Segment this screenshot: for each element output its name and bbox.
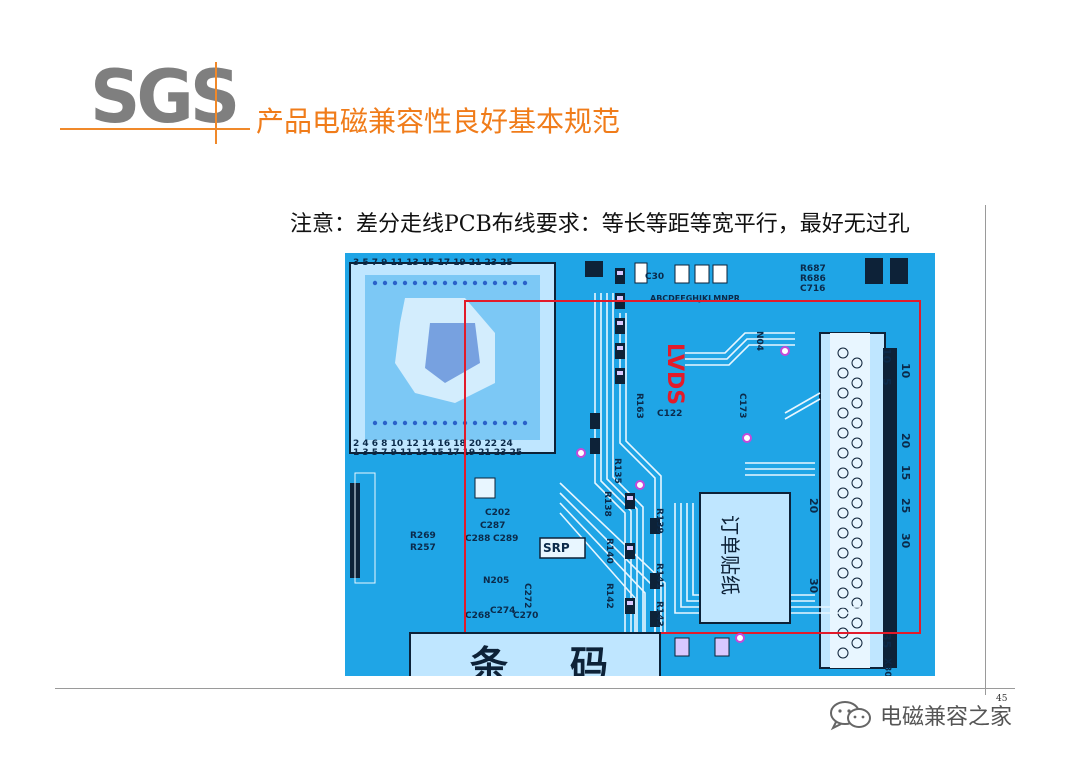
n205-label: N205 [483, 576, 509, 586]
bottom-pad-1 [674, 637, 690, 657]
row-letters-label: ABCDEFGHJKLMNPR [650, 294, 740, 303]
bottom-char-1: 条 [470, 643, 508, 676]
r257-label: R257 [410, 543, 436, 553]
note-text: 注意：差分走线PCB布线要求：等长等距等宽平行，最好无过孔 [290, 212, 910, 237]
right-vertical-rule [985, 205, 986, 695]
r135-label: R135 [612, 458, 622, 484]
r138-label: R138 [602, 491, 612, 517]
c289-label: C289 [493, 534, 518, 544]
top-components [585, 258, 908, 284]
c287-label: C287 [480, 521, 505, 531]
pin-label-30b: 30 [807, 578, 820, 594]
pcb-layout-image: 3 5 7 9 11 13 15 17 19 21 23 25 2 4 6 8 … [345, 253, 935, 676]
c30-label: C30 [645, 272, 664, 282]
c202-label: C202 [485, 508, 510, 518]
c270-label: C270 [513, 611, 538, 621]
n04-label: N04 [754, 331, 764, 351]
r140-label: R140 [604, 538, 614, 564]
bottom-rule [55, 688, 1015, 689]
c716-label: C716 [800, 284, 825, 294]
highlight-box [464, 300, 921, 634]
c274-label: C274 [490, 606, 515, 616]
r142-label: R142 [604, 583, 614, 609]
pin-label-30: 30 [899, 533, 912, 549]
logo-vertical-rule [215, 62, 217, 144]
bga-chip [349, 262, 556, 454]
r141-label: R141 [654, 563, 664, 589]
watermark-text: 电磁兼容之家 [880, 705, 1013, 730]
bga-grid-bottom-label-b: 1 3 5 7 9 11 13 15 17 19 21 23 25 [353, 448, 522, 458]
bottom-pad-2 [714, 637, 730, 657]
bga-grid-top-label: 3 5 7 9 11 13 15 17 19 21 23 25 [353, 258, 513, 268]
r686-label: R686 [800, 274, 826, 284]
c268-label: C268 [465, 611, 490, 621]
logo-horizontal-rule [60, 128, 250, 130]
page-title: 产品电磁兼容性良好基本规范 [256, 105, 621, 138]
pin-label-10b: 10 [880, 348, 893, 364]
pin-label-5: 5 [880, 378, 893, 386]
r687-label: R687 [800, 264, 826, 274]
wechat-icon [830, 701, 871, 731]
bottom-barcode-area [409, 632, 661, 676]
r269-label: R269 [410, 531, 436, 541]
page-number: 45 [996, 694, 1008, 704]
right-connector [819, 332, 897, 669]
bottom-char-2: 码 [570, 643, 608, 676]
pin-label-15: 15 [899, 465, 912, 480]
r163-label: R163 [634, 393, 644, 419]
r139-label: R139 [654, 508, 664, 534]
label-sticker-box [699, 492, 791, 624]
pin-label-20b: 20 [807, 498, 820, 514]
left-components [350, 472, 586, 584]
pin-label-10: 10 [899, 363, 912, 379]
pin-label-25: 25 [899, 498, 912, 513]
watermark: 电磁兼容之家 [828, 698, 1012, 732]
pcb-svg: 3 5 7 9 11 13 15 17 19 21 23 25 2 4 6 8 … [345, 253, 935, 676]
c173-label: C173 [737, 393, 747, 418]
lvds-label: LVDS [662, 343, 687, 405]
c288-label: C288 [465, 534, 490, 544]
pin-label-20: 20 [899, 433, 912, 449]
label-sticker-text: 订单贴纸 [718, 515, 742, 595]
c272-label: C272 [522, 583, 532, 608]
r143-label: R143 [654, 601, 664, 627]
c122-label: C122 [657, 409, 682, 419]
bga-grid-bottom-label-a: 2 4 6 8 10 12 14 16 18 20 22 24 [353, 439, 513, 449]
x30-label: X30 [882, 658, 892, 676]
pin-label-35: 35 [880, 633, 893, 648]
srp-label: SRP [543, 541, 570, 555]
vias [576, 346, 790, 643]
